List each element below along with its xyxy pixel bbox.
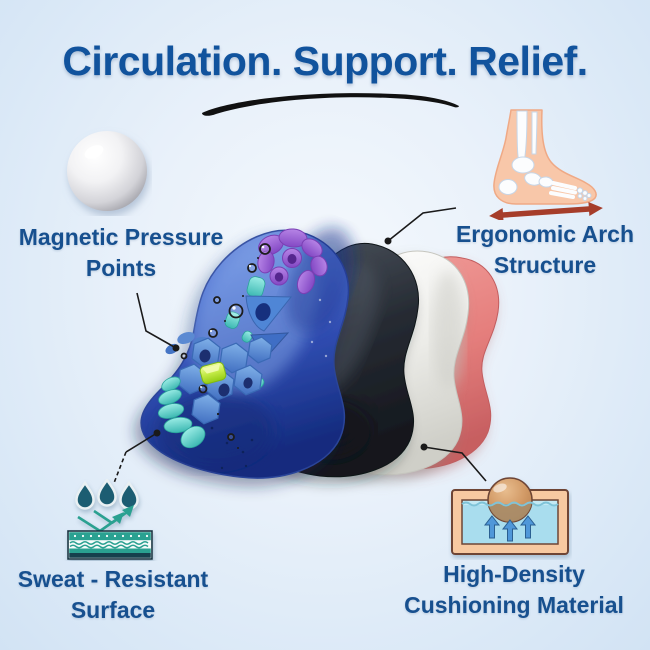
green-gem: [199, 361, 227, 385]
title-underline-swoosh: [202, 93, 459, 116]
up-arrows: [483, 515, 537, 542]
foot-bones: [498, 110, 592, 201]
hexagon-grid: [177, 336, 273, 425]
massage-nodes: [157, 228, 328, 449]
ball-on-cushion-icon: [451, 477, 569, 555]
arch-width-arrow: [489, 202, 603, 220]
connector-sweat-resistant: [113, 429, 161, 484]
layered-surface: [67, 530, 153, 560]
feature-label-sweat-resistant-surface: Sweat - Resistant Surface: [17, 566, 209, 623]
feature-label-high-density-cushioning: High-Density Cushioning Material: [404, 561, 624, 618]
water-drops-surface-icon: [67, 479, 153, 560]
page-title: Circulation. Support. Relief.: [62, 38, 588, 84]
purple-node-cluster: [257, 228, 328, 295]
water-drops: [75, 479, 139, 510]
silver-magnet-ball-icon: [67, 131, 147, 211]
foot-arch-bones-icon: [489, 109, 603, 220]
bounce-arrows: [77, 505, 134, 533]
feature-label-magnetic-pressure-points: Magnetic Pressure Points: [18, 224, 224, 281]
connector-lines: [113, 207, 487, 484]
connector-high-density-cushioning: [420, 443, 487, 482]
connector-magnetic-pressure-points: [136, 292, 180, 352]
feature-label-ergonomic-arch-structure: Ergonomic Arch Structure: [455, 221, 635, 278]
cushion-ball: [487, 477, 533, 523]
teal-toe-pads: [157, 376, 206, 449]
connector-ergonomic-arch: [384, 207, 457, 245]
